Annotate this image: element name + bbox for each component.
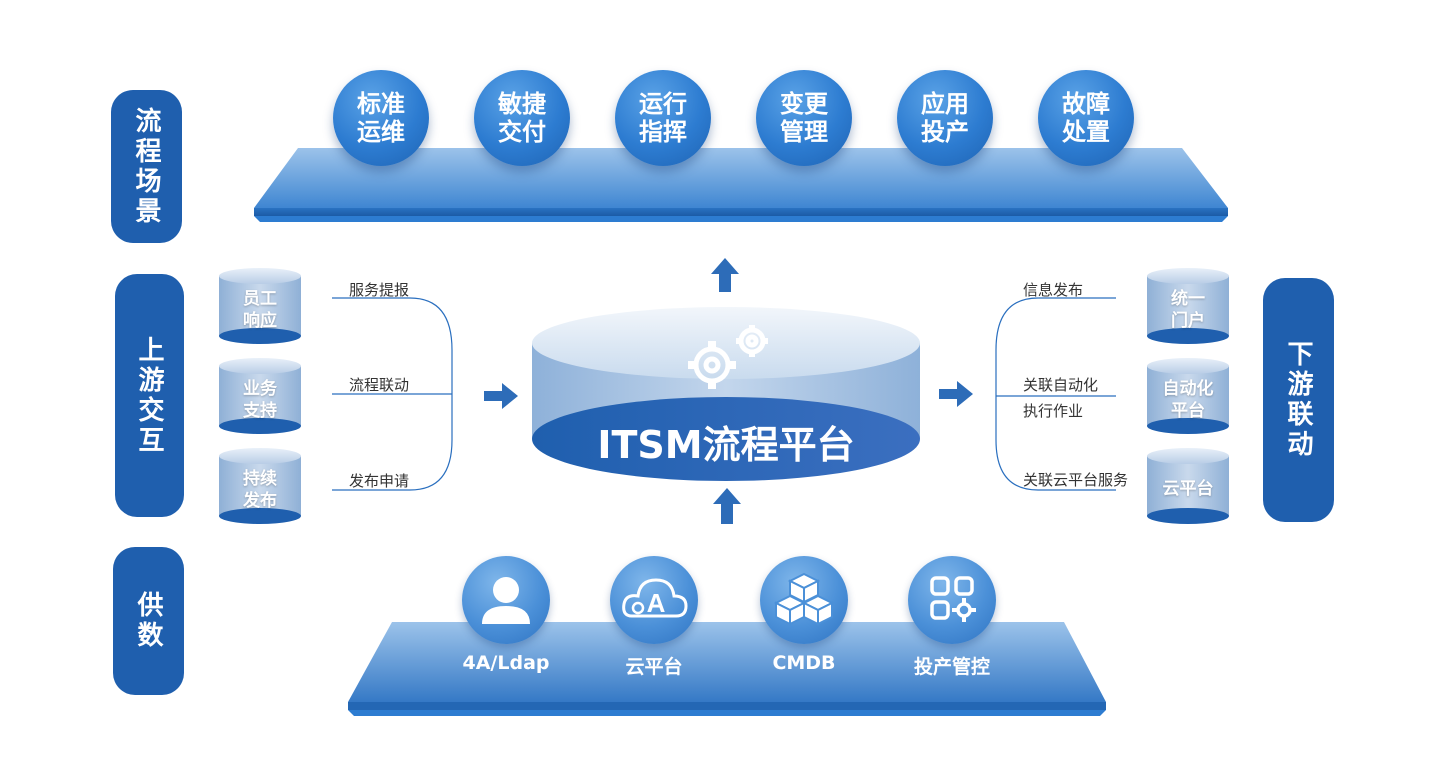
supply-circle — [462, 556, 550, 644]
svg-text:A: A — [647, 588, 666, 618]
center-title: ITSM流程平台 — [597, 423, 855, 467]
section-label-process-scenarios: 流程场景 — [111, 90, 182, 243]
section-label-supply: 供数 — [113, 547, 184, 695]
flow-label: 流程联动 — [349, 376, 410, 394]
scenario-circle: 敏捷交付 — [474, 70, 570, 166]
downstream-cylinder: 云平台 — [1147, 448, 1229, 524]
scenario-circle: 运行指挥 — [615, 70, 711, 166]
scenario-platform — [254, 148, 1228, 222]
upstream-cylinder: 持续发布 — [219, 448, 301, 524]
downstream-connector — [995, 297, 1116, 491]
section-label-upstream: 上游交互 — [115, 274, 184, 517]
flow-label: 执行作业 — [1023, 402, 1084, 420]
itsm-platform-cylinder — [532, 307, 920, 481]
flow-label: 发布申请 — [349, 472, 410, 490]
supply-circle — [760, 556, 848, 644]
downstream-cylinder: 统一门户 — [1147, 268, 1229, 344]
right-arrow-icon — [484, 383, 518, 409]
up-arrow-icon — [713, 488, 741, 524]
right-arrow-icon — [939, 381, 973, 407]
cloud-app-icon: A — [622, 578, 688, 618]
apps-settings-icon — [930, 576, 976, 622]
supply-label: 云平台 — [625, 656, 683, 678]
flow-label: 关联云平台服务 — [1023, 471, 1129, 489]
scenario-circle: 应用投产 — [897, 70, 993, 166]
supply-label: CMDB — [772, 652, 836, 674]
flow-label: 服务提报 — [349, 281, 410, 299]
downstream-cylinder: 自动化平台 — [1147, 358, 1229, 434]
scenario-circle: 标准运维 — [333, 70, 429, 166]
supply-label: 4A/Ldap — [462, 652, 550, 674]
cubes-icon — [773, 572, 835, 626]
user-icon — [482, 577, 530, 624]
upstream-cylinder: 员工响应 — [219, 268, 301, 344]
supply-circle: A — [610, 556, 698, 644]
supply-circle — [908, 556, 996, 644]
flow-label: 关联自动化 — [1023, 376, 1099, 394]
scenario-circle: 变更管理 — [756, 70, 852, 166]
up-arrow-icon — [711, 258, 739, 292]
supply-label: 投产管控 — [913, 656, 990, 678]
scenario-circle: 故障处置 — [1038, 70, 1134, 166]
upstream-connector — [332, 297, 453, 491]
flow-label: 信息发布 — [1023, 281, 1084, 299]
section-label-downstream: 下游联动 — [1263, 278, 1334, 522]
upstream-cylinder: 业务支持 — [219, 358, 301, 434]
supply-platform — [348, 622, 1106, 716]
